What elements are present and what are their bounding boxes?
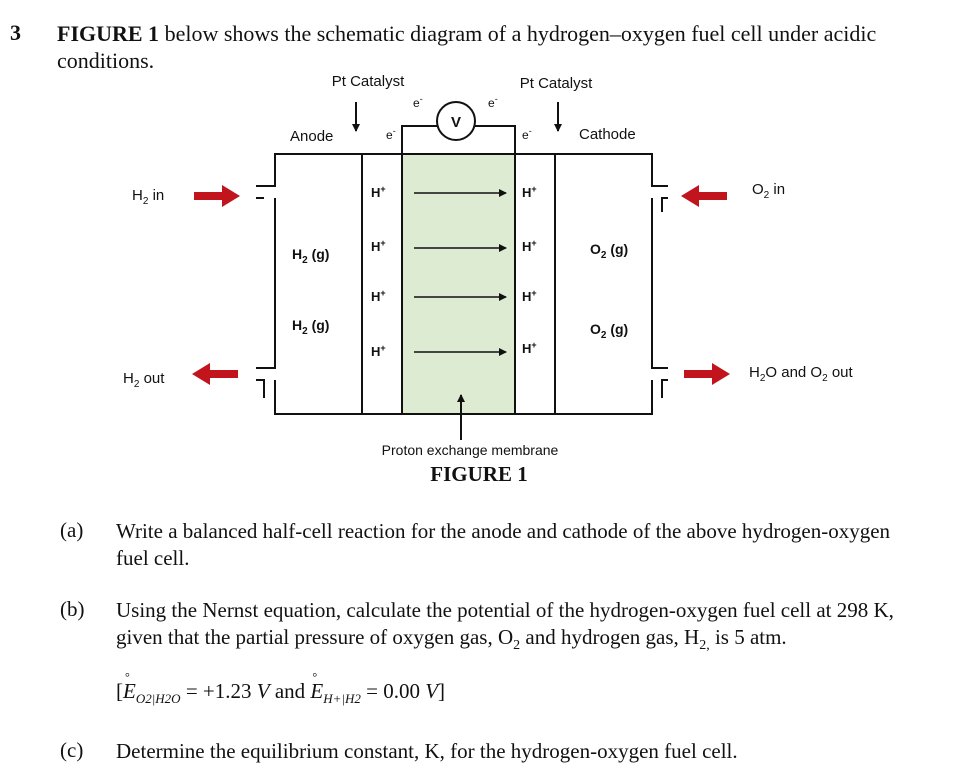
part-b-text-b: and hydrogen gas, H <box>520 625 700 649</box>
part-a-label: (a) <box>60 518 84 542</box>
part-b-sub-o2: 2 <box>513 638 521 654</box>
fuel-cell-diagram: V e- e- e- e- Pt Catalyst Pt Catalyst An… <box>123 73 854 458</box>
h2-in-label: H2 in <box>132 187 164 207</box>
h2-in-arrow-icon <box>194 185 240 207</box>
eq-value1: = +1.23 <box>180 679 257 703</box>
pt-catalyst-anode-label: Pt Catalyst <box>332 73 405 90</box>
membrane-label: Proton exchange membrane <box>382 442 559 458</box>
eq-e1: E <box>123 679 136 703</box>
proton-label: H+ <box>522 238 537 254</box>
figure-caption: FIGURE 1 <box>430 462 528 486</box>
o2-gas-label: O2 (g) <box>590 321 628 341</box>
electron-label: e- <box>386 126 396 142</box>
standard-potentials-equation: [E°O2|H2O = +1.23 V and E°H+|H2 = 0.00 V… <box>116 670 446 707</box>
cathode-outlet-line <box>661 379 668 398</box>
proton-label: H+ <box>522 340 537 356</box>
anode-outlet-line <box>256 379 265 398</box>
external-circuit-wire <box>401 125 516 154</box>
proton-row: H+ H+ <box>371 184 537 200</box>
h2o-o2-out-label: H2O and O2 out <box>749 364 854 384</box>
o2-in-arrow-icon <box>681 185 727 207</box>
cathode-chamber <box>555 153 668 415</box>
proton-label: H+ <box>371 184 386 200</box>
part-b-text-a: Using the Nernst equation, calculate the… <box>116 598 894 649</box>
h2-gas-label: H2 (g) <box>292 317 329 337</box>
pt-catalyst-cathode-label: Pt Catalyst <box>520 75 593 92</box>
part-c-text: Determine the equilibrium constant, K, f… <box>116 739 738 763</box>
question-intro: FIGURE 1 below shows the schematic diagr… <box>57 20 937 74</box>
cathode-inlet-line <box>661 197 668 212</box>
eq-degree: ° <box>312 670 318 684</box>
part-b-text-c: is 5 atm. <box>709 625 787 649</box>
proton-label: H+ <box>371 288 386 304</box>
anode-label: Anode <box>290 128 333 145</box>
eq-and: and <box>269 679 311 703</box>
question-number: 3 <box>10 20 21 45</box>
figure-reference: FIGURE 1 <box>57 21 160 46</box>
voltmeter-label: V <box>451 114 461 131</box>
voltmeter-icon <box>436 101 476 141</box>
proton-row: H+ H+ <box>371 238 537 254</box>
eq-unit2: V <box>425 679 439 703</box>
cathode-catalyst-layer <box>514 153 556 415</box>
o2-in-label: O2 in <box>752 181 785 201</box>
eq-degree: ° <box>125 670 130 684</box>
proton-label: H+ <box>522 288 537 304</box>
proton-label: H+ <box>522 184 537 200</box>
h2o-out-arrow-icon <box>684 363 730 385</box>
part-b-sub-h2: 2, <box>699 638 710 654</box>
cathode-label: Cathode <box>579 126 636 143</box>
h2-out-arrow-icon <box>192 363 238 385</box>
part-c-label: (c) <box>60 738 84 762</box>
eq-e2: E <box>310 679 324 703</box>
eq-open-bracket: [ <box>116 679 123 703</box>
eq-sub1: O2|H2O <box>135 691 181 707</box>
h2-out-label: H2 out <box>123 370 165 390</box>
h2-gas-label: H2 (g) <box>292 246 329 266</box>
proton-row: H+ H+ <box>371 288 537 304</box>
proton-row: H+ H+ <box>371 340 537 359</box>
anode-chamber <box>256 153 362 415</box>
electron-label: e- <box>413 94 423 110</box>
eq-unit1: V <box>256 679 270 703</box>
electron-label: e- <box>488 94 498 110</box>
part-a-text: Write a balanced half-cell reaction for … <box>116 519 891 570</box>
part-b-text: Using the Nernst equation, calculate the… <box>116 597 926 659</box>
electron-label: e- <box>522 126 532 142</box>
question-intro-text: below shows the schematic diagram of a h… <box>57 21 877 73</box>
eq-sub2: H+|H2 <box>323 691 361 707</box>
eq-close-bracket: ] <box>438 679 446 703</box>
proton-label: H+ <box>371 238 386 254</box>
part-b-label: (b) <box>60 597 85 621</box>
proton-label: H+ <box>371 343 386 359</box>
anode-catalyst-layer <box>361 153 403 415</box>
eq-value2: = 0.00 <box>360 679 426 703</box>
o2-gas-label: O2 (g) <box>590 241 628 261</box>
